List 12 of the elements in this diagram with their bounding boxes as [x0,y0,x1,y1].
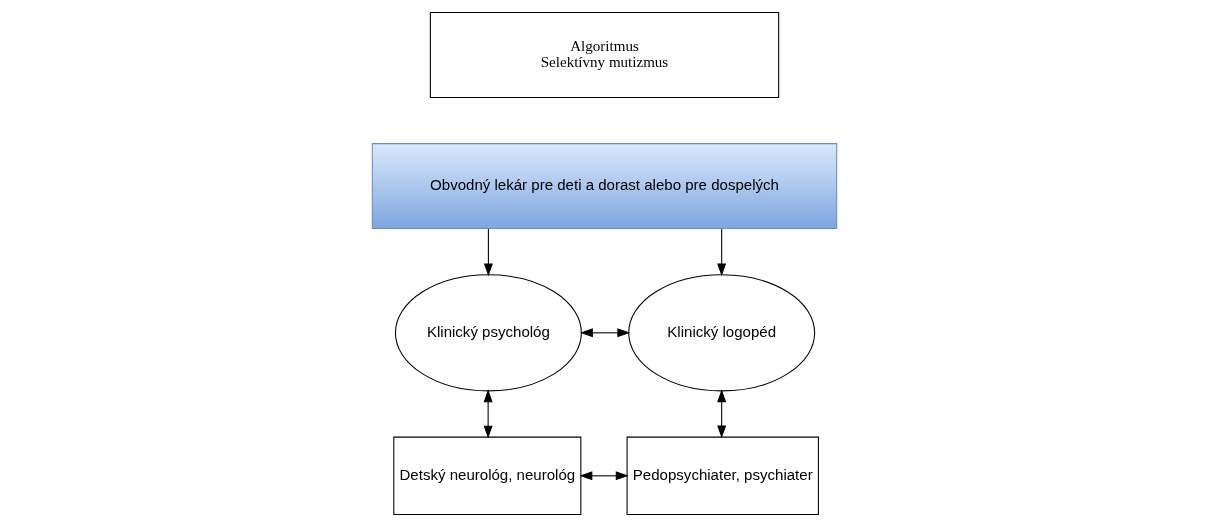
arrow [483,228,493,277]
node-box: Algoritmus Selektívny mutizmus [429,11,779,98]
node-ellipse: Klinický logopéd [627,274,815,392]
node-box: Detský neurológ, neurológ [392,436,581,516]
node-ellipse: Klinický psychológ [394,274,582,392]
arrow [579,328,630,338]
arrow [716,228,726,277]
arrow [716,389,726,439]
arrow [578,471,629,481]
node-box: Obvodný lekár pre deti a dorast alebo pre dospelých [371,143,837,230]
node-box: Pedopsychiater, psychiater [626,436,819,516]
arrow [483,389,493,439]
